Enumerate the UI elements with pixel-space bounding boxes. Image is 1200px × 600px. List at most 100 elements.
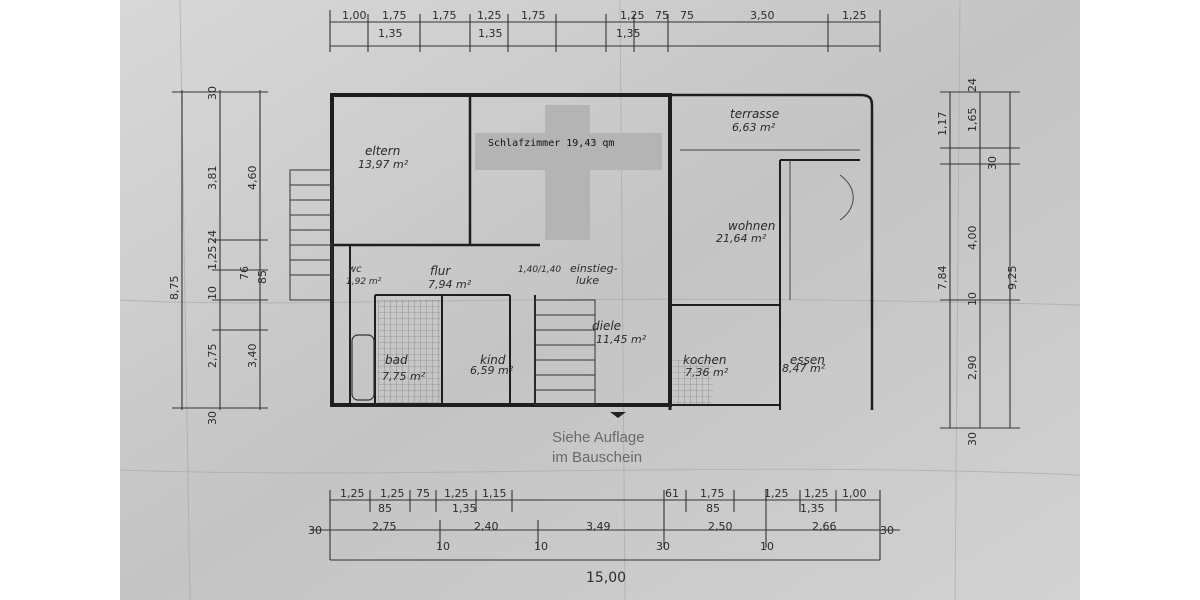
room-name: wohnen: [728, 219, 775, 233]
kitchen-tiles: [673, 360, 713, 404]
room-name: flur: [430, 264, 451, 278]
left-dim-label: 1,25: [206, 246, 219, 271]
right-dim-label: 1,17: [936, 112, 949, 137]
room-name: diele: [592, 319, 621, 333]
room-area: 8,47 m²: [782, 362, 826, 375]
bath-tiles: [378, 300, 440, 404]
bedroom-highlight-label: Schlafzimmer 19,43 qm: [488, 138, 614, 149]
bottom-dimension-labels: 1,25 1,25 75 1,25 1,15 61 1,75 1,25 1,25…: [308, 487, 894, 586]
right-dim-label: 24: [966, 78, 979, 92]
bottom-dim-label: 75: [416, 487, 430, 500]
bottom-dim-label: 1,25: [380, 487, 405, 500]
bottom-dim-label: 2,50: [708, 520, 733, 533]
approval-stamp: Siehe Auflage im Bauschein: [552, 429, 645, 466]
bottom-dim-label: 1,35: [452, 502, 477, 515]
total-width-label: 15,00: [586, 570, 626, 586]
room-area: 6,59 m²: [470, 364, 514, 377]
right-dim-label: 30: [986, 156, 999, 170]
room-name: essen: [790, 353, 825, 367]
bottom-dim-label: 85: [706, 502, 720, 515]
room-name: kochen: [683, 353, 726, 367]
room-name: einstieg-: [570, 262, 618, 275]
bottom-dim-label: 1,25: [340, 487, 365, 500]
left-dim-label: 4,60: [246, 166, 259, 191]
bottom-dim-label: 3,49: [586, 520, 611, 533]
right-dim-label: 30: [966, 432, 979, 446]
bottom-dim-label: 30: [656, 540, 670, 553]
left-dim-label: 30: [206, 86, 219, 100]
right-dim-label: 2,90: [966, 356, 979, 381]
left-dim-label: 76: [238, 266, 251, 280]
room-area: 21,64 m²: [716, 232, 767, 245]
room-area: 7,94 m²: [428, 278, 472, 291]
left-dim-label: 2,75: [206, 344, 219, 369]
room-area: 7,75 m²: [382, 370, 426, 383]
bottom-dim-label: 1,75: [700, 487, 725, 500]
top-dim-label: 1,35: [478, 27, 503, 40]
north-arrow-icon: [610, 412, 626, 418]
left-dimension-lines: [172, 90, 268, 410]
hatch-size-label: 1,40/1,40: [518, 265, 561, 275]
top-dim-label: 1,00: [342, 9, 367, 22]
room-labels: eltern 13,97 m² terrasse 6,63 m² wohnen …: [346, 107, 826, 383]
room-name: bad: [385, 353, 408, 367]
left-dim-label: 3,40: [246, 344, 259, 369]
right-dim-label: 7,84: [936, 266, 949, 291]
top-dim-label: 1,75: [432, 9, 457, 22]
room-name: eltern: [365, 144, 400, 158]
left-dim-label: 24: [206, 230, 219, 244]
bottom-dim-label: 2,40: [474, 520, 499, 533]
top-dim-label: 1,35: [378, 27, 403, 40]
top-dim-label: 1,25: [477, 9, 502, 22]
terrace-details: [680, 149, 860, 300]
left-dim-label: 8,75: [168, 276, 181, 301]
top-dimension-labels: 1,00 1,75 1,75 1,25 1,75 1,25 75 75 3,50…: [342, 9, 867, 40]
bottom-dim-label: 1,25: [764, 487, 789, 500]
left-dim-label: 85: [256, 270, 269, 284]
top-dim-label: 3,50: [750, 9, 775, 22]
right-dimension-labels: 24 9,25 30 1,17 7,84 1,65 30 4,00 10 2,9…: [936, 78, 1019, 446]
right-dimension-lines: [940, 91, 1020, 429]
bottom-dim-label: 85: [378, 502, 392, 515]
top-dim-label: 1,75: [521, 9, 546, 22]
top-dim-label: 1,35: [616, 27, 641, 40]
right-dim-label: 1,65: [966, 108, 979, 133]
bottom-dimension-lines: [310, 490, 900, 561]
floor-plan-drawing: 1,00 1,75 1,75 1,25 1,75 1,25 75 75 3,50…: [120, 0, 1080, 600]
bottom-dim-label: 30: [308, 524, 322, 537]
interior-staircase: [534, 299, 596, 406]
right-dim-label: 9,25: [1006, 266, 1019, 291]
bathtub-shape: [351, 334, 375, 401]
room-area: 1,92 m²: [346, 277, 382, 287]
room-area: 7,36 m²: [685, 366, 729, 379]
stamp-line-2: im Bauschein: [552, 449, 642, 466]
room-name: terrasse: [730, 107, 779, 121]
bottom-dim-label: 30: [880, 524, 894, 537]
right-dim-label: 4,00: [966, 226, 979, 251]
left-dim-label: 3,81: [206, 166, 219, 191]
left-dimension-labels: 30 8,75 30 3,81 24 1,25 10 2,75 4,60 76 …: [168, 86, 269, 425]
top-dim-label: 1,75: [382, 9, 407, 22]
bottom-dim-label: 2,66: [812, 520, 837, 533]
bottom-dim-label: 1,00: [842, 487, 867, 500]
left-dim-label: 10: [206, 286, 219, 300]
room-area: 13,97 m²: [358, 158, 409, 171]
bottom-dim-label: 1,25: [804, 487, 829, 500]
top-dim-label: 75: [655, 9, 669, 22]
bedroom-highlight-overlay: Schlafzimmer 19,43 qm: [475, 105, 662, 240]
bottom-dim-label: 10: [436, 540, 450, 553]
entry-steps: [289, 169, 333, 301]
bottom-dim-label: 10: [534, 540, 548, 553]
bedroom-highlight-shape: [475, 105, 662, 240]
bottom-dim-label: 10: [760, 540, 774, 553]
right-dim-label: 10: [966, 292, 979, 306]
stamp-line-1: Siehe Auflage: [552, 429, 645, 446]
top-dim-label: 75: [680, 9, 694, 22]
left-dim-label: 30: [206, 411, 219, 425]
top-dim-label: 1,25: [620, 9, 645, 22]
room-name: wc: [348, 264, 362, 275]
top-dimension-lines: [329, 10, 881, 52]
room-area: luke: [576, 274, 599, 287]
bottom-dim-label: 61: [665, 487, 679, 500]
room-area: 6,63 m²: [732, 121, 776, 134]
